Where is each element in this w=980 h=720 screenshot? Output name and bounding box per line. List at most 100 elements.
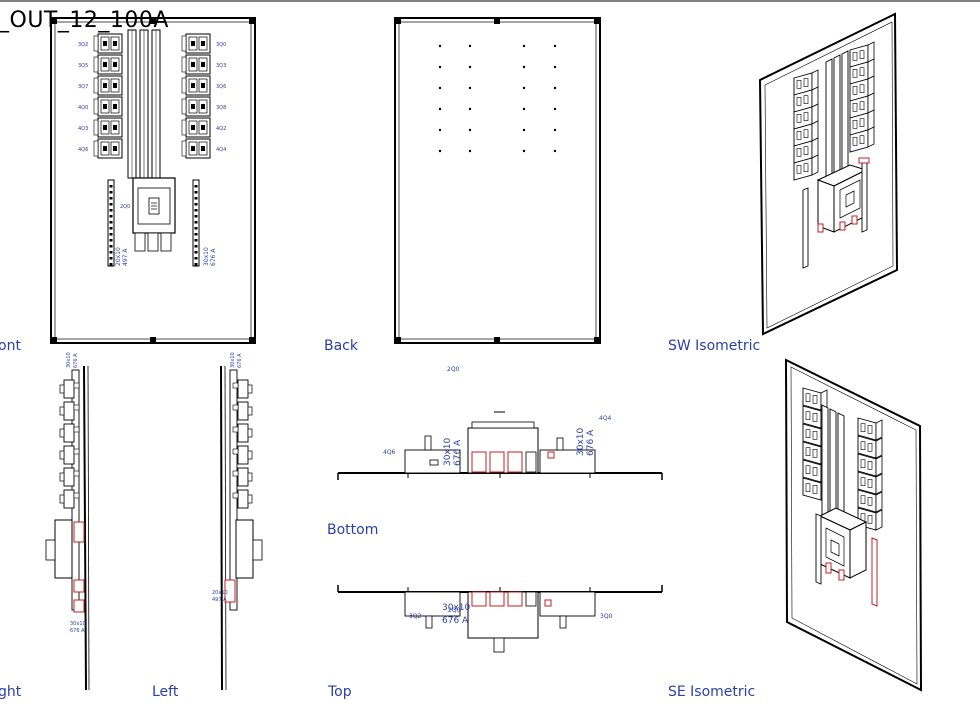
iso-breaker-side <box>875 455 883 477</box>
left-view-breakers <box>232 379 253 509</box>
iso-breaker-side <box>875 437 883 459</box>
mounting-hole <box>553 65 557 69</box>
iso-breaker-handle <box>803 146 809 155</box>
side-breaker-clip <box>73 426 80 433</box>
right-view-bottom-tag-amps: 676 A <box>70 628 85 634</box>
busbar-left-label: 20x10 497 A <box>115 247 129 266</box>
busbar-hole <box>194 227 198 230</box>
top-view-tag-2q0: 2Q0 <box>448 607 461 614</box>
sw-isometric-view <box>758 12 899 336</box>
side-breaker-clip <box>232 382 239 389</box>
iso-breaker-side <box>875 419 883 441</box>
back-mounting-holes <box>438 44 557 153</box>
side-breaker <box>237 467 249 487</box>
breaker-tag: 4Q4 <box>216 147 226 153</box>
mounting-hole <box>468 128 472 132</box>
breaker-unit <box>181 96 211 117</box>
breaker-tag: 4Q3 <box>78 126 88 132</box>
iso-breaker-handle <box>867 425 873 434</box>
iso-breaker-handle <box>859 84 865 93</box>
view-label-back: Back <box>324 338 358 354</box>
mounting-hole <box>522 65 526 69</box>
side-breaker-clip <box>73 448 80 455</box>
breaker-unit <box>93 75 123 96</box>
iso-breaker-side <box>811 120 819 142</box>
mounting-hole <box>438 128 442 132</box>
iso-breaker-handle <box>812 449 818 458</box>
mounting-hole <box>468 107 472 111</box>
iso-breaker-handle <box>852 69 858 78</box>
iso-breaker-handle <box>796 97 802 106</box>
view-label-left: Left <box>152 684 179 700</box>
iso-breaker-handle <box>860 495 866 504</box>
side-breaker-handle <box>59 428 65 438</box>
iso-breaker-side <box>875 473 883 495</box>
iso-breaker-handle <box>852 103 858 112</box>
side-breaker-clip <box>232 426 239 433</box>
side-breaker <box>63 489 75 509</box>
iso-breaker-handle <box>860 459 866 468</box>
iso-breaker-handle <box>803 95 809 104</box>
busbar-hole <box>109 221 113 224</box>
mounting-hole <box>553 107 557 111</box>
iso-breaker-handle <box>803 78 809 87</box>
iso-breaker-handle <box>796 80 802 89</box>
iso-breaker-side <box>867 75 875 97</box>
busbar-right-label: 30x10 676 A <box>203 247 217 266</box>
iso-breaker-handle <box>796 148 802 157</box>
side-breaker <box>237 379 249 399</box>
svg-text:30x10: 30x10 <box>443 437 453 466</box>
view-label-top: Top <box>328 684 352 700</box>
breaker-tag: 3Q6 <box>216 84 226 90</box>
busbar-hole <box>109 257 113 260</box>
busbar-hole <box>194 239 198 242</box>
mounting-hole <box>438 149 442 153</box>
side-breaker-handle <box>59 450 65 460</box>
right-view: 30x10 676 A 30x10 676 A <box>45 352 90 691</box>
svg-text:30x10: 30x10 <box>230 352 236 368</box>
side-breaker-handle <box>59 384 65 394</box>
view-label-bottom: Bottom <box>327 522 379 538</box>
side-breaker <box>237 445 249 465</box>
breaker-unit <box>181 75 211 96</box>
drawing-title: _OUT_12_100A <box>0 8 169 33</box>
breaker-tag: 4Q0 <box>78 105 88 111</box>
sw-right-breakers <box>849 41 875 153</box>
busbar-hole <box>109 245 113 248</box>
breaker-tag: 3Q7 <box>78 84 88 90</box>
breaker-unit <box>93 54 123 75</box>
iso-breaker-side <box>811 137 819 159</box>
iso-breaker-handle <box>812 467 818 476</box>
top-view-tag-3q2: 3Q2 <box>409 613 422 620</box>
svg-text:20x10: 20x10 <box>115 247 122 266</box>
iso-breaker-handle <box>805 483 811 492</box>
svg-text:676 A: 676 A <box>210 248 217 266</box>
svg-text:676 A: 676 A <box>586 429 596 456</box>
top-view-busbar-size: 30x10 <box>442 603 471 613</box>
side-breaker <box>237 423 249 443</box>
side-breaker-clip <box>73 404 80 411</box>
iso-breaker-handle <box>803 112 809 121</box>
mounting-hole <box>468 65 472 69</box>
left-view-busbar-label: 30x10 676 A <box>230 352 243 368</box>
mounting-hole <box>468 44 472 48</box>
bottom-view-busbar-a: 30x10 676 A <box>443 437 463 466</box>
iso-breaker-side <box>867 58 875 80</box>
bottom-view-busbar-b: 30x10 676 A <box>576 427 596 456</box>
mounting-hole <box>438 44 442 48</box>
side-breaker-clip <box>232 492 239 499</box>
side-breaker-handle <box>59 406 65 416</box>
breaker-unit <box>93 96 123 117</box>
iso-breaker-handle <box>852 52 858 61</box>
side-breaker-clip <box>73 470 80 477</box>
busbar-hole <box>194 209 198 212</box>
side-breaker <box>63 467 75 487</box>
left-view: 30x10 676 A 20x10 497 A <box>212 352 263 691</box>
iso-breaker-side <box>867 109 875 131</box>
side-breaker-handle <box>247 472 253 482</box>
busbar-hole <box>109 239 113 242</box>
svg-text:30x10: 30x10 <box>66 352 72 368</box>
mounting-hole <box>522 86 526 90</box>
iso-breaker-handle <box>812 485 818 494</box>
